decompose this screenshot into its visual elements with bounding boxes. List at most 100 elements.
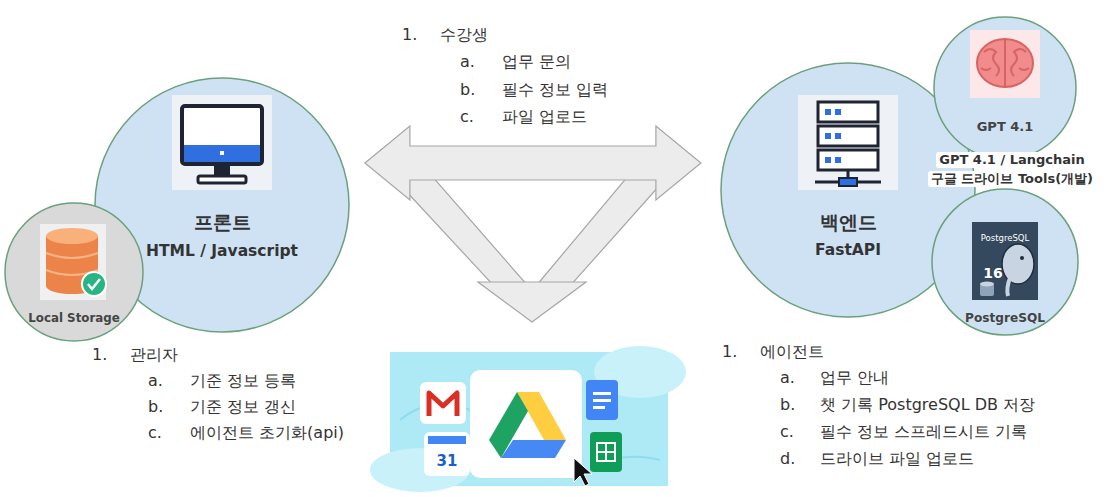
server-icon-part: [798, 95, 898, 190]
brain-icon-part: [977, 39, 1033, 87]
node-title: Local Storage: [28, 311, 119, 325]
node-subtitle: FastAPI: [815, 241, 881, 260]
server-icon-part: [835, 133, 841, 139]
text-label: 관리자: [130, 345, 178, 365]
server-icon: [798, 95, 898, 190]
label-anchor: 구글 드라이브 Tools(개발): [928, 168, 1096, 187]
postgresql-logo-part: [1002, 244, 1034, 284]
list-marker: b.: [148, 397, 163, 417]
google-drive-illustration-part: [597, 451, 615, 453]
server-icon-part: [818, 126, 878, 146]
label-anchor: 관리자: [130, 345, 178, 365]
brain-icon-part: [984, 49, 999, 76]
label-anchor: b.: [148, 397, 163, 417]
node-subtitle: HTML / Javascript: [146, 242, 298, 261]
monitor-icon-part: [220, 151, 224, 155]
list-marker: 1.: [402, 25, 417, 45]
text-label: 16: [983, 265, 1002, 283]
text-label: 필수 정보 입력: [502, 80, 608, 100]
label-anchor: 에이전트 초기화(api): [190, 423, 344, 443]
server-icon-part: [857, 181, 881, 184]
text-label: PostgreSQL: [981, 233, 1030, 244]
server-icon-part: [825, 133, 831, 139]
google-drive-illustration-part: [429, 393, 457, 416]
label-anchor: 챗 기록 PostgreSQL DB 저장: [820, 395, 1035, 415]
node-title: PostgreSQL: [965, 311, 1045, 326]
list-marker: 1.: [722, 342, 737, 362]
label-anchor: 파일 업로드: [502, 107, 587, 127]
label-anchor: 업무 문의: [502, 52, 571, 72]
postgresql-logo-part: [1020, 256, 1024, 260]
monitor-icon-part: [184, 145, 260, 162]
text-label: 필수 정보 스프레드시트 기록: [820, 422, 1027, 442]
text-anchor: PostgreSQL: [931, 307, 1079, 326]
google-drive-illustration-part: [428, 436, 466, 444]
text-label: 업무 안내: [820, 368, 889, 388]
label-anchor: a.: [148, 371, 163, 391]
postgresql-logo-part: [980, 282, 994, 287]
text-anchor: 백엔드: [720, 211, 976, 234]
brain-icon-part: [970, 30, 1040, 98]
label-anchor: c.: [780, 422, 794, 442]
list-marker: 1.: [92, 345, 107, 365]
flow-arrow-arms: [392, 176, 668, 322]
label-anchor: 드라이브 파일 업로드: [820, 449, 974, 469]
text-anchor: Local Storage: [4, 307, 144, 326]
google-drive-illustration-part: [593, 406, 605, 409]
node-title: GPT 4.1: [977, 119, 1034, 135]
label-anchor: d.: [780, 449, 795, 469]
storage-icon-part: [46, 253, 98, 258]
label-anchor: b.: [780, 395, 795, 415]
brain-icon-part: [1004, 40, 1006, 86]
label-anchor: 1.: [92, 345, 107, 365]
monitor-icon: [172, 95, 272, 190]
google-drive-illustration-part: [590, 432, 622, 472]
label-anchor: c.: [148, 423, 162, 443]
google-drive-illustration-part: [420, 382, 466, 424]
label-anchor: 에이전트: [760, 342, 824, 362]
circle-shape: [932, 189, 1078, 335]
node-title: 백엔드: [820, 211, 877, 234]
storage-icon-part: [40, 224, 106, 300]
label-anchor: GPT 4.1 / Langchain: [936, 149, 1087, 168]
google-drive-illustration-part: [586, 380, 618, 420]
brain-icon-part: [981, 68, 991, 70]
text-label: 에이전트 초기화(api): [190, 423, 344, 443]
google-drive-illustration-part: [593, 399, 611, 402]
server-icon-part: [847, 171, 850, 178]
brain-icon: [970, 30, 1040, 98]
text-label: 31: [437, 452, 458, 471]
google-drive-illustration-part: [424, 432, 470, 476]
circle-shape: [934, 17, 1076, 159]
list-marker: c.: [780, 422, 794, 442]
label-anchor: 필수 정보 스프레드시트 기록: [820, 422, 1027, 442]
monitor-icon-part: [198, 176, 246, 183]
server-icon-part: [835, 157, 841, 163]
text-label: 업무 문의: [502, 52, 571, 72]
monitor-icon-part: [172, 95, 272, 190]
text-anchor: 프론트: [94, 211, 350, 234]
label-anchor: 업무 안내: [820, 368, 889, 388]
text-label: GPT 4.1 / Langchain: [936, 152, 1087, 168]
list-marker: a.: [460, 52, 475, 72]
server-icon-part: [818, 150, 878, 170]
google-drive-illustration-part: [574, 458, 592, 486]
flow-arrow-arms-part: [478, 282, 586, 322]
text-label: 구글 드라이브 Tools(개발): [928, 171, 1096, 187]
label-anchor: 1.: [402, 25, 417, 45]
label-anchor: b.: [460, 80, 475, 100]
text-label: 기준 정보 갱신: [190, 397, 296, 417]
storage-icon: [40, 224, 106, 300]
text-label: 에이전트: [760, 342, 824, 362]
block-arrow: [365, 126, 701, 200]
storage-icon-part: [88, 279, 100, 289]
label-anchor: 필수 정보 입력: [502, 80, 608, 100]
label-anchor: a.: [780, 368, 795, 388]
list-marker: b.: [780, 395, 795, 415]
google-drive-illustration-part: [597, 443, 615, 461]
label-anchor: 기준 정보 등록: [190, 371, 296, 391]
brain-icon-part: [1019, 68, 1029, 70]
postgresql-logo-part: [1007, 278, 1010, 296]
flow-arrow-arms-part: [536, 176, 668, 286]
